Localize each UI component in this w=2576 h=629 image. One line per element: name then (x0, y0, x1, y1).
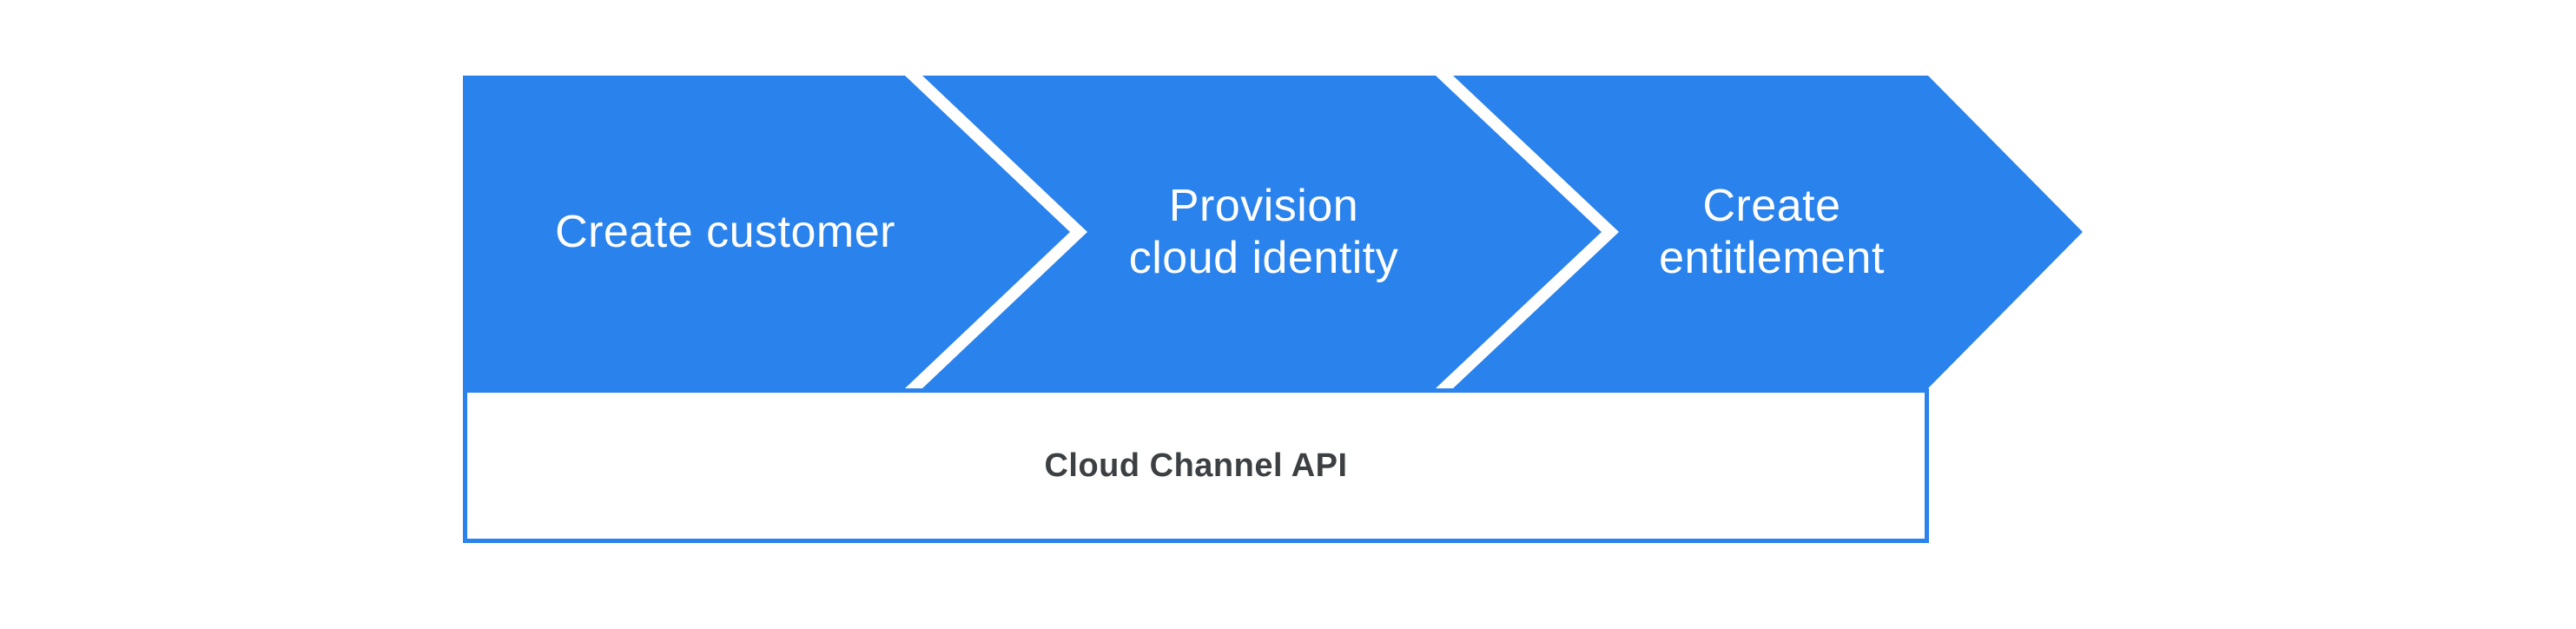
step-2-chevron-shape (922, 76, 1602, 388)
step-3-label: Create entitlement (1659, 181, 1885, 283)
api-box (463, 388, 1929, 543)
step-1-chevron-shape (463, 76, 1070, 388)
api-box-label: Cloud Channel API (1044, 447, 1348, 484)
step-2-label: Provision cloud identity (1128, 181, 1399, 283)
step-1-label: Create customer (555, 207, 895, 257)
step-3-chevron-shape (1453, 76, 2083, 388)
